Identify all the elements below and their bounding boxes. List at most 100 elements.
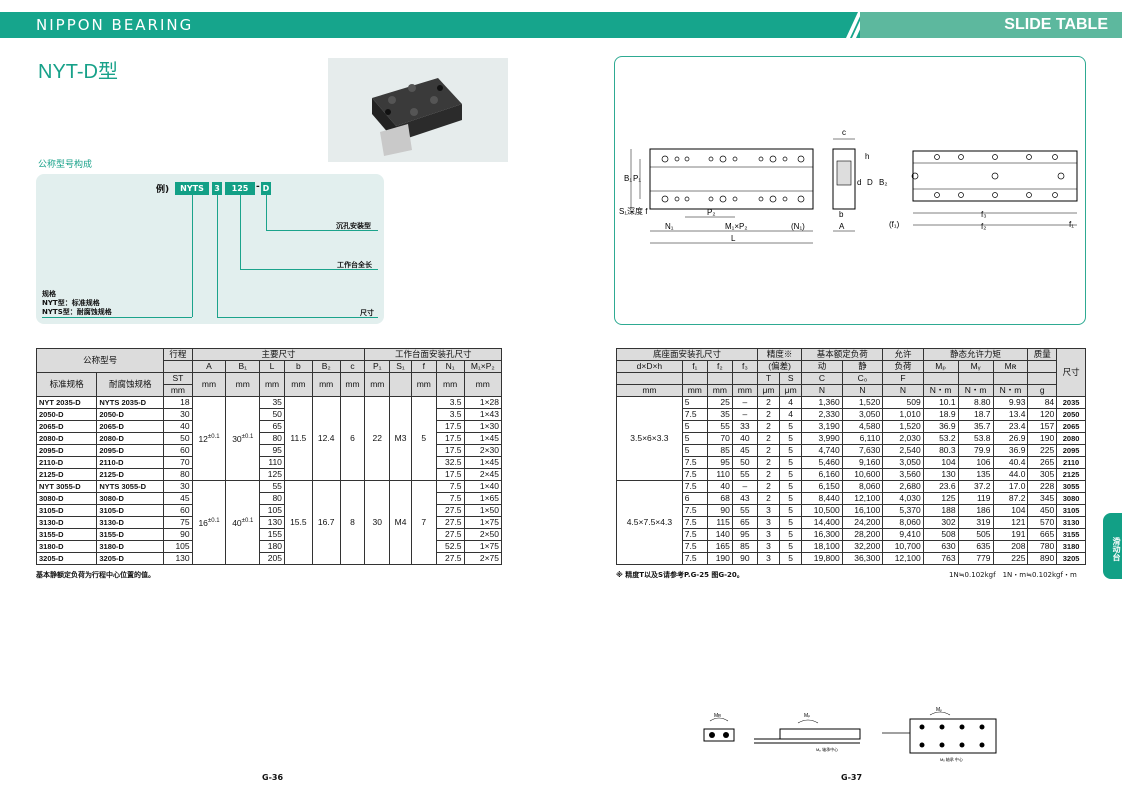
model-std: NYT 2035-D bbox=[35, 396, 98, 409]
stroke-value: 30 bbox=[163, 408, 193, 421]
table-cell: 10,700 bbox=[882, 540, 924, 553]
th-c: c bbox=[339, 360, 366, 373]
th-moment: 静态允许力矩 bbox=[922, 348, 1029, 361]
table-cell: 7.5 bbox=[681, 468, 708, 481]
table-cell: 110 bbox=[706, 468, 733, 481]
dim-M1P2-value: 2×30 bbox=[463, 444, 503, 457]
thumb-MR: Mʀ bbox=[714, 713, 721, 719]
table-cell: 4 bbox=[779, 408, 803, 421]
dim-N1-value: 7.5 bbox=[435, 480, 465, 493]
dim-L-value: 35 bbox=[259, 396, 285, 409]
dim-B1-tol: ±0.1 bbox=[241, 518, 254, 525]
model-std: 2065-D bbox=[35, 420, 98, 433]
dim-M1P2-value: 1×45 bbox=[463, 456, 503, 469]
table-cell: 1,520 bbox=[882, 420, 924, 433]
table-cell: 5 bbox=[779, 492, 803, 505]
table-cell: 5 bbox=[779, 420, 803, 433]
table-cell: 90 bbox=[731, 552, 758, 565]
side-tab-slide[interactable]: 滑动台 bbox=[1103, 513, 1122, 579]
leader-line bbox=[266, 230, 378, 231]
table-cell: 186 bbox=[957, 504, 994, 517]
dim-f2: f₂ bbox=[981, 222, 986, 231]
table-cell: 19,800 bbox=[801, 552, 843, 565]
table-cell: 319 bbox=[957, 516, 994, 529]
table-cell: 5,370 bbox=[882, 504, 924, 517]
table-cell: 2 bbox=[756, 432, 781, 445]
dim-d: d bbox=[857, 178, 861, 187]
table-cell: 1,520 bbox=[841, 396, 884, 409]
dim-M1P2-value: 1×40 bbox=[463, 480, 503, 493]
table-cell: 5 bbox=[779, 444, 803, 457]
size-value: 2110 bbox=[1056, 456, 1086, 469]
dim-B2-value: 12.4 bbox=[311, 396, 341, 481]
table-cell: 6,110 bbox=[841, 432, 884, 445]
table-cell: 3,190 bbox=[801, 420, 843, 433]
header-band: NIPPON BEARING SLIDE TABLE bbox=[0, 12, 1122, 38]
stroke-value: 130 bbox=[163, 552, 193, 565]
stroke-value: 70 bbox=[163, 456, 193, 469]
model-corr: 2125-D bbox=[96, 468, 165, 481]
table-cell: 104 bbox=[922, 456, 959, 469]
model-std: 3130-D bbox=[35, 516, 98, 529]
table-cell: 68 bbox=[706, 492, 733, 505]
dim-M1P2-value: 1×75 bbox=[463, 540, 503, 553]
table-cell: 140 bbox=[706, 528, 733, 541]
th-dDh: d×D×h bbox=[616, 360, 683, 373]
dim-M1P2-value: 1×75 bbox=[463, 516, 503, 529]
table-cell: 121 bbox=[992, 516, 1029, 529]
table-cell: 12,100 bbox=[841, 492, 884, 505]
table-cell: 3 bbox=[756, 540, 781, 553]
dim-c: c bbox=[842, 128, 846, 137]
th-B1: B₁ bbox=[225, 360, 261, 373]
dim-N1-value: 17.5 bbox=[435, 468, 465, 481]
dim-L-value: 50 bbox=[259, 408, 285, 421]
table-cell: 635 bbox=[957, 540, 994, 553]
dim-A-num: 12 bbox=[198, 433, 208, 444]
table-cell: 5 bbox=[779, 516, 803, 529]
table-cell: 23.6 bbox=[922, 480, 959, 493]
table-cell: 4,740 bbox=[801, 444, 843, 457]
table-cell: 115 bbox=[706, 516, 733, 529]
table-cell: 13.4 bbox=[992, 408, 1029, 421]
dim-c-value: 8 bbox=[339, 480, 366, 565]
size-value: 3105 bbox=[1056, 504, 1086, 517]
table-cell: 780 bbox=[1027, 540, 1058, 553]
model-std: 2095-D bbox=[35, 444, 98, 457]
table-cell: 208 bbox=[992, 540, 1029, 553]
table-cell: 35.7 bbox=[957, 420, 994, 433]
table-cell: 10.1 bbox=[922, 396, 959, 409]
table-cell: – bbox=[731, 408, 758, 421]
stroke-value: 18 bbox=[163, 396, 193, 409]
dim-L: L bbox=[731, 234, 736, 243]
dim-f1-paren: (f₁) bbox=[889, 220, 900, 229]
table-cell: 890 bbox=[1027, 552, 1058, 565]
model-subhead: 公称型号构成 bbox=[38, 160, 93, 170]
stroke-value: 40 bbox=[163, 420, 193, 433]
th-S1: S₁ bbox=[389, 360, 412, 373]
th-allow: 允许 bbox=[882, 348, 924, 361]
left-spec-table: 公称型号 行程 主要尺寸 工作台面安装孔尺寸 A B₁ L b B₂ c P₁ … bbox=[35, 348, 503, 565]
table-cell: 7.5 bbox=[681, 408, 708, 421]
table-cell: 8,440 bbox=[801, 492, 843, 505]
dim-N1-value: 17.5 bbox=[435, 432, 465, 445]
th-stroke: 行程 bbox=[163, 348, 193, 361]
table-cell: 763 bbox=[922, 552, 959, 565]
stroke-value: 50 bbox=[163, 432, 193, 445]
leader-line bbox=[192, 195, 193, 317]
table-cell: 2,540 bbox=[882, 444, 924, 457]
slide-table-image bbox=[372, 78, 462, 156]
dim-L-value: 110 bbox=[259, 456, 285, 469]
thumb-MY: Mᵧ bbox=[936, 707, 942, 713]
table-cell: 8,060 bbox=[882, 516, 924, 529]
table-cell: 18.7 bbox=[957, 408, 994, 421]
code-size: 3 bbox=[212, 182, 222, 195]
